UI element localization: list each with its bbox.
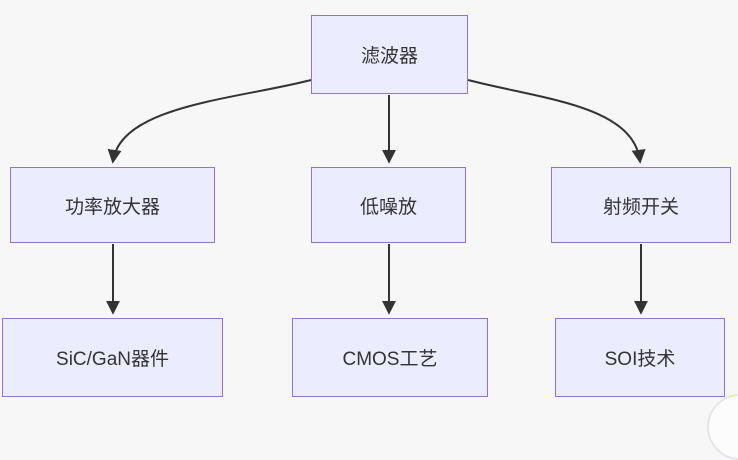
edges-layer [106,79,648,315]
edge-filter-to-rf-switch [467,79,646,164]
edge-filter-to-power-amplifier [107,79,312,164]
node-lna-label: 低噪放 [359,196,417,218]
node-cmos-label: CMOS工艺 [342,349,438,370]
node-rf-switch-label: 射频开关 [602,196,679,218]
node-soi: SOI技术 [555,318,725,397]
node-sic-gan-label: SiC/GaN器件 [56,349,169,370]
node-cmos: CMOS工艺 [292,318,488,397]
node-power-amplifier-label: 功率放大器 [64,196,160,218]
node-rf-switch: 射频开关 [551,167,731,243]
node-lna: 低噪放 [311,167,466,243]
node-power-amplifier: 功率放大器 [10,167,215,243]
node-filter: 滤波器 [311,15,468,94]
node-soi-label: SOI技术 [604,349,676,370]
node-filter-label: 滤波器 [360,46,418,67]
flowchart-canvas: 滤波器 功率放大器 低噪放 射频开关 SiC/GaN器件 CMOS工艺 SOI技… [2,15,738,460]
node-sic-gan: SiC/GaN器件 [2,318,223,397]
